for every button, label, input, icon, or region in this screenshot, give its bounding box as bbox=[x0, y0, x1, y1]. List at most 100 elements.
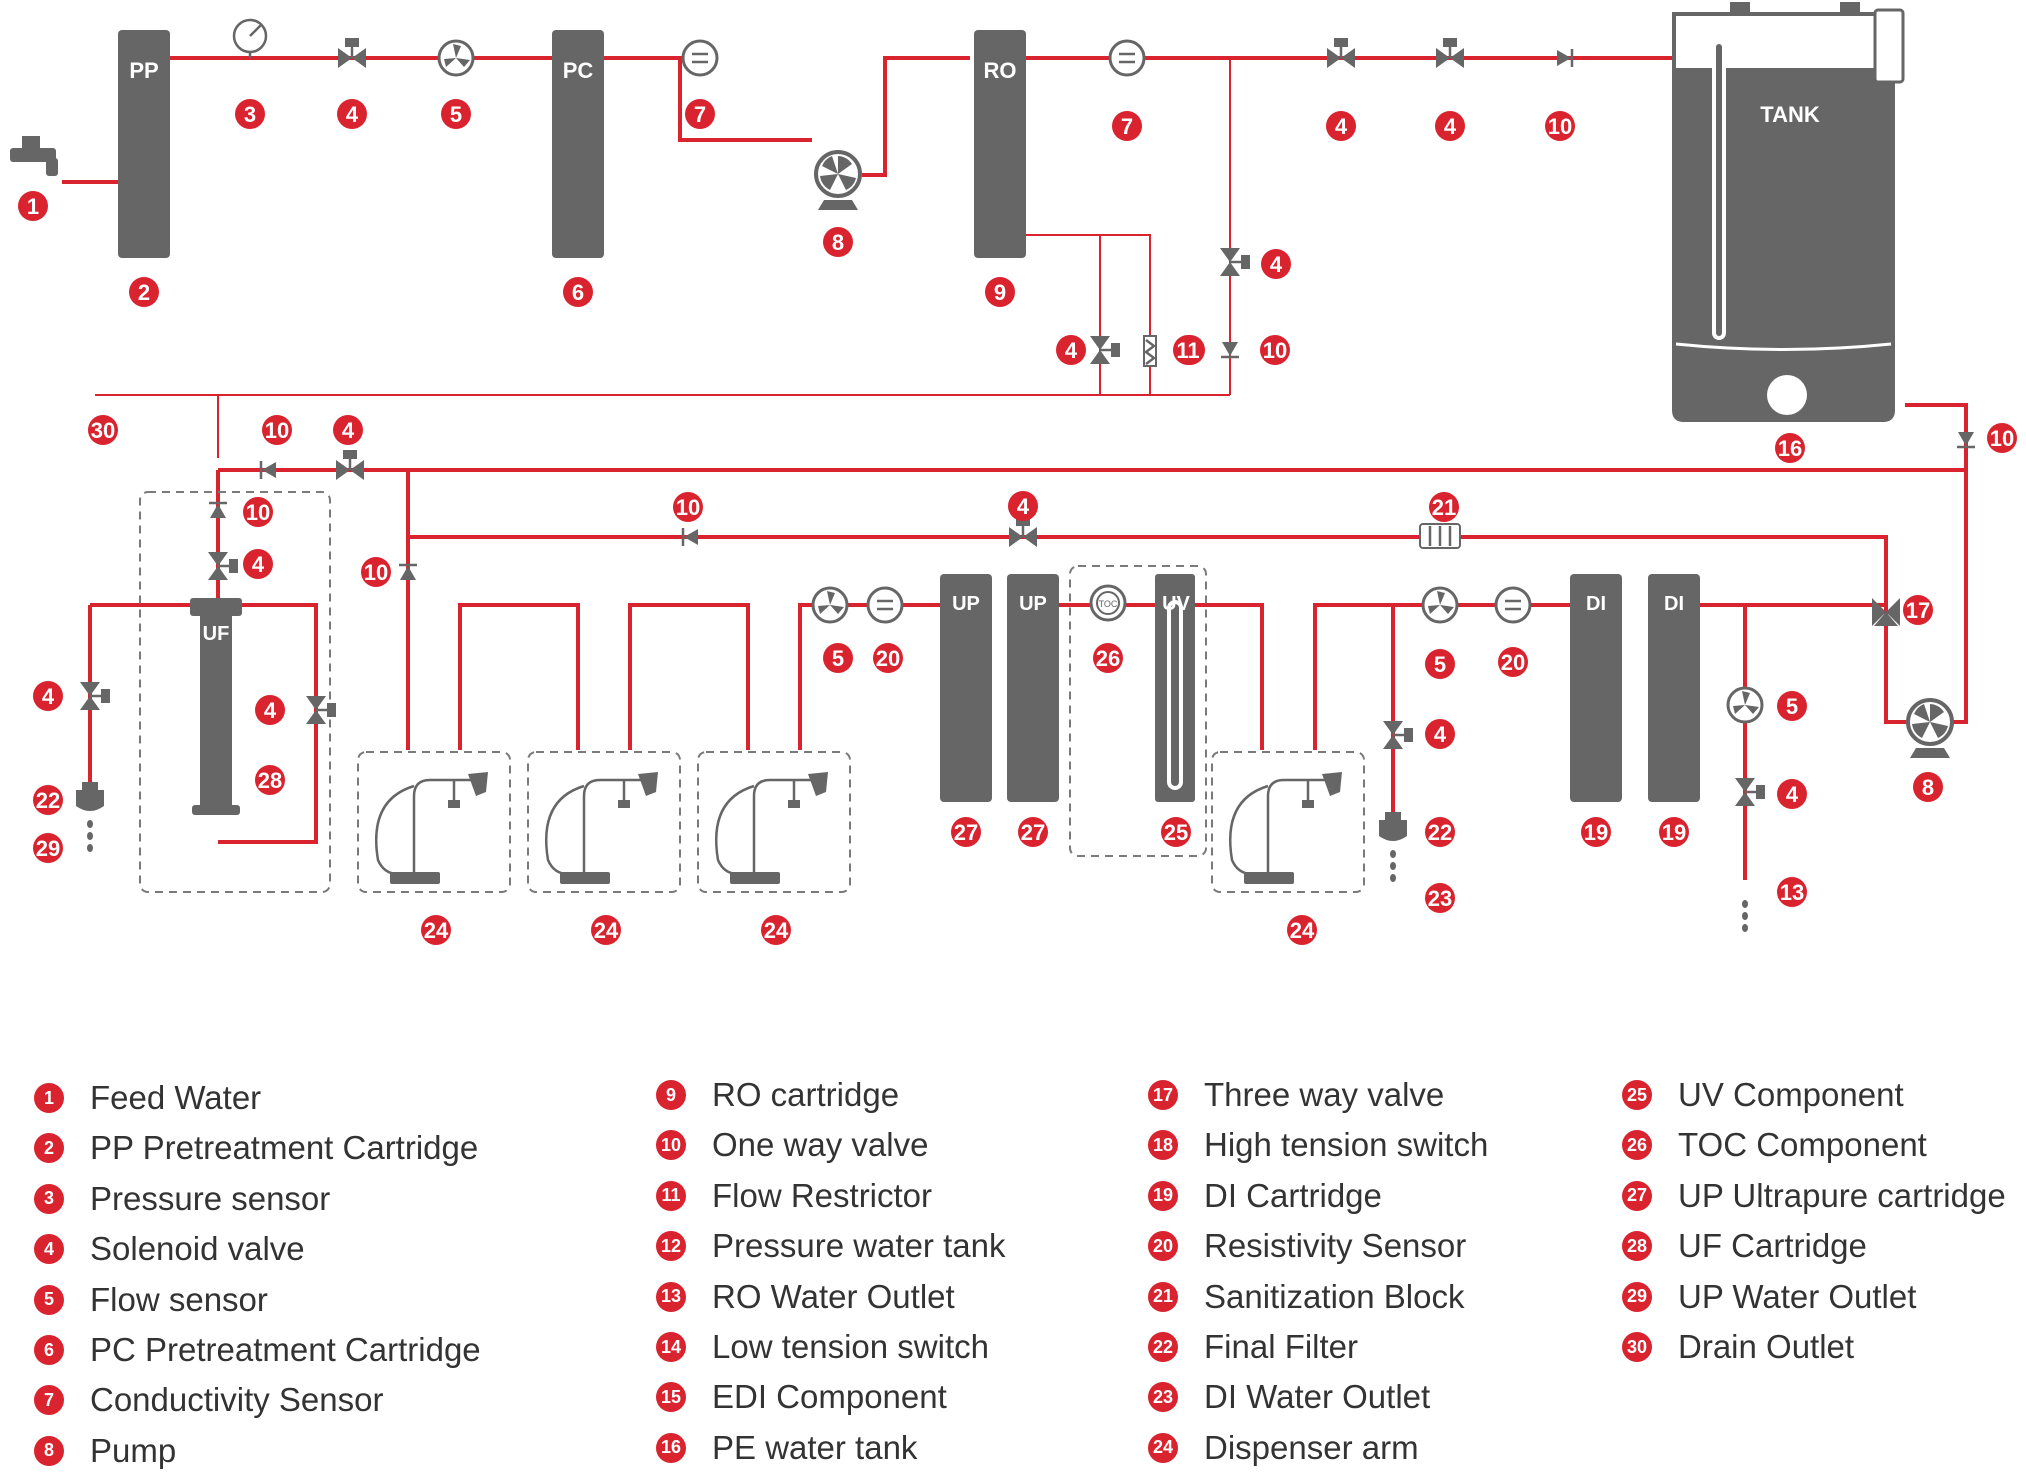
final-filter-icon bbox=[76, 782, 104, 852]
callout-number: 24 bbox=[1290, 918, 1315, 943]
feed-water-tap-icon bbox=[10, 136, 58, 176]
callout-badge: 4 bbox=[1008, 491, 1038, 521]
callout-badge: 19 bbox=[1581, 817, 1611, 847]
callout-number: 19 bbox=[1662, 820, 1686, 845]
callout-number: 4 bbox=[342, 418, 355, 443]
callout-number: 4 bbox=[346, 102, 359, 127]
callout-number: 10 bbox=[1263, 338, 1287, 363]
pc-label: PC bbox=[563, 58, 594, 83]
callout-badge: 26 bbox=[1093, 643, 1123, 673]
callout-number: 2 bbox=[138, 280, 150, 305]
di1-label: DI bbox=[1586, 593, 1606, 615]
callout-badge: 20 bbox=[1498, 647, 1528, 677]
pipes bbox=[62, 56, 1968, 880]
callout-badge: 4 bbox=[255, 695, 285, 725]
solenoid-valve-icon bbox=[1220, 248, 1250, 276]
callout-badge: 27 bbox=[951, 817, 981, 847]
callout-badge: 4 bbox=[1261, 249, 1291, 279]
callout-badge: 1 bbox=[18, 191, 48, 221]
callout-badge: 11 bbox=[1173, 335, 1203, 365]
callout-number: 3 bbox=[244, 102, 256, 127]
dispenser-arm bbox=[697, 751, 851, 893]
flow-sensor-icon bbox=[1421, 586, 1459, 624]
callout-number: 10 bbox=[1548, 114, 1572, 139]
one-way-valve-icon bbox=[1557, 49, 1574, 67]
uf-enclosure bbox=[139, 491, 331, 893]
tank-label: TANK bbox=[1760, 102, 1820, 127]
callout-badge: 7 bbox=[1112, 111, 1142, 141]
callout-number: 22 bbox=[1428, 820, 1452, 845]
callout-badge: 4 bbox=[337, 99, 367, 129]
callout-number: 5 bbox=[832, 646, 844, 671]
callout-badge: 4 bbox=[1056, 335, 1086, 365]
solenoid-valve-icon bbox=[1327, 38, 1355, 68]
uv-label: UV bbox=[1162, 593, 1190, 615]
callout-badge: 13 bbox=[1777, 877, 1807, 907]
uv-enclosure bbox=[1069, 565, 1207, 857]
conductivity-sensor-icon bbox=[681, 39, 719, 77]
callout-number: 4 bbox=[1017, 494, 1030, 519]
callout-number: 7 bbox=[1121, 114, 1133, 139]
solenoid-valve-icon bbox=[208, 552, 238, 580]
pc-cartridge: PC bbox=[552, 30, 604, 258]
callout-badge: 10 bbox=[673, 492, 703, 522]
callout-badge: 22 bbox=[33, 785, 63, 815]
callout-number: 26 bbox=[1096, 646, 1120, 671]
callout-number: 5 bbox=[450, 102, 462, 127]
callout-badge: 4 bbox=[243, 549, 273, 579]
up1-label: UP bbox=[952, 593, 980, 615]
callout-badge: 24 bbox=[591, 915, 621, 945]
solenoid-valve-icon bbox=[338, 38, 366, 68]
callout-badge: 27 bbox=[1018, 817, 1048, 847]
callout-badge: 10 bbox=[361, 557, 391, 587]
callout-number: 24 bbox=[764, 918, 789, 943]
dispenser-arm bbox=[527, 751, 681, 893]
pe-water-tank: TANK bbox=[1672, 2, 1905, 422]
solenoid-valve-icon bbox=[1735, 778, 1765, 806]
di-cartridge: DI bbox=[1570, 574, 1622, 802]
dispenser-arm bbox=[357, 751, 511, 893]
callout-badge: 24 bbox=[1287, 915, 1317, 945]
callout-badge: 29 bbox=[33, 833, 63, 863]
callout-number: 4 bbox=[252, 552, 265, 577]
callout-number: 27 bbox=[954, 820, 978, 845]
callout-badge: 10 bbox=[1545, 111, 1575, 141]
callout-badge: 19 bbox=[1659, 817, 1689, 847]
callout-badge: 10 bbox=[1260, 335, 1290, 365]
callout-number: 8 bbox=[832, 230, 844, 255]
uf-cartridge: UF bbox=[190, 598, 242, 815]
callout-number: 5 bbox=[1786, 694, 1798, 719]
callout-number: 9 bbox=[994, 280, 1006, 305]
up2-label: UP bbox=[1019, 593, 1047, 615]
callout-number: 4 bbox=[1434, 722, 1447, 747]
callout-number: 13 bbox=[1780, 880, 1804, 905]
callout-number: 27 bbox=[1021, 820, 1045, 845]
callout-number: 11 bbox=[1176, 338, 1199, 363]
uv-component: UV bbox=[1155, 574, 1195, 802]
callout-number: 25 bbox=[1164, 820, 1188, 845]
callout-number: 5 bbox=[1434, 652, 1446, 677]
callout-badge: 8 bbox=[1913, 772, 1943, 802]
callout-number: 4 bbox=[1786, 782, 1799, 807]
callout-number: 4 bbox=[1444, 114, 1457, 139]
toc-component-icon: TOC bbox=[1089, 584, 1127, 622]
solenoid-valve-icon bbox=[306, 696, 336, 724]
callout-badge: 10 bbox=[1987, 423, 2017, 453]
callout-badge: 6 bbox=[563, 277, 593, 307]
uf-label: UF bbox=[203, 623, 230, 645]
callout-badge: 28 bbox=[255, 765, 285, 795]
solenoid-valve-icon bbox=[1090, 336, 1120, 364]
callout-badge: 5 bbox=[1425, 649, 1455, 679]
one-way-valve-icon bbox=[1957, 432, 1975, 449]
callout-number: 29 bbox=[36, 836, 60, 861]
callout-number: 22 bbox=[36, 788, 60, 813]
callout-number: 10 bbox=[676, 495, 700, 520]
dispenser-arm bbox=[1211, 751, 1365, 893]
solenoid-valve-icon bbox=[1383, 721, 1413, 749]
flow-sensor-icon bbox=[811, 586, 849, 624]
one-way-valve-icon bbox=[1221, 342, 1239, 359]
one-way-valve-icon bbox=[259, 461, 276, 479]
callout-badge: 4 bbox=[1435, 111, 1465, 141]
up-cartridge: UP bbox=[940, 574, 992, 802]
callout-number: 4 bbox=[1335, 114, 1348, 139]
